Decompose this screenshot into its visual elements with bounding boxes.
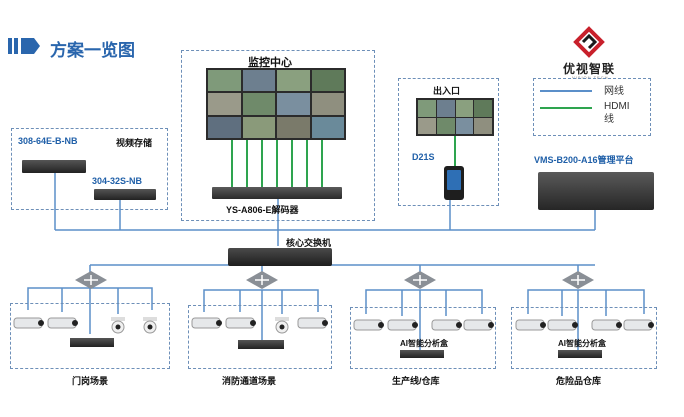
video-wall <box>206 68 346 140</box>
site-2-box <box>188 305 332 369</box>
brand-logo-icon <box>572 26 606 58</box>
entrance-screen <box>416 98 494 136</box>
bullet-camera-icon <box>46 316 80 337</box>
monitor-center-label: 监控中心 <box>248 57 292 69</box>
site-4-ai-box <box>558 350 602 358</box>
platform-label: VMS-B200-A16管理平台 <box>534 155 634 165</box>
site-4-box <box>511 307 657 369</box>
bullet-camera-icon <box>386 318 420 339</box>
bullet-camera-icon <box>224 316 258 337</box>
site-3-ai-box <box>400 350 444 358</box>
core-switch-device <box>228 248 332 266</box>
nvr2-label: 304-32S-NB <box>92 176 143 186</box>
switch-3-icon <box>403 270 437 295</box>
bullet-camera-icon <box>622 318 656 339</box>
switch-1-icon <box>74 270 108 295</box>
nvr1-device <box>22 160 86 173</box>
title-icon <box>6 36 46 56</box>
bullet-camera-icon <box>430 318 464 339</box>
platform-server <box>538 172 654 210</box>
legend-box <box>533 78 651 136</box>
entrance-box <box>398 78 499 206</box>
site-3-box-label: AI智能分析盒 <box>400 339 448 348</box>
site-3-label: 生产线/仓库 <box>392 376 440 386</box>
face-terminal-label: D21S <box>412 152 435 162</box>
core-switch-label: 核心交换机 <box>286 238 332 248</box>
bullet-camera-icon <box>590 318 624 339</box>
site-2-label: 消防通道场景 <box>222 376 277 386</box>
legend-network-label: 网线 <box>604 86 624 97</box>
bullet-camera-icon <box>462 318 496 339</box>
legend-network-line <box>540 90 592 92</box>
page-title: 方案一览图 <box>50 41 135 61</box>
dome-camera-icon <box>272 316 292 339</box>
bullet-camera-icon <box>190 316 224 337</box>
dome-camera-icon <box>140 316 160 339</box>
storage-label: 视频存储 <box>116 138 153 148</box>
site-3-box <box>350 307 496 369</box>
dome-camera-icon <box>108 316 128 339</box>
bullet-camera-icon <box>514 318 548 339</box>
site-1-box <box>10 303 170 369</box>
decoder-label: YS-A806-E解码器 <box>226 205 299 215</box>
switch-2-icon <box>245 270 279 295</box>
bullet-camera-icon <box>296 316 330 337</box>
entrance-label: 出入口 <box>433 86 461 96</box>
switch-4-icon <box>561 270 595 295</box>
site-2-nvr <box>238 340 284 349</box>
nvr2-device <box>94 189 156 200</box>
site-1-label: 门岗场景 <box>72 376 109 386</box>
nvr1-label: 308-64E-B-NB <box>18 136 78 146</box>
bullet-camera-icon <box>12 316 46 337</box>
storage-box <box>11 128 168 210</box>
brand-name: 优视智联 <box>563 62 616 76</box>
bullet-camera-icon <box>546 318 580 339</box>
site-4-box-label: AI智能分析盒 <box>558 339 606 348</box>
bullet-camera-icon <box>352 318 386 339</box>
decoder-device <box>212 187 342 199</box>
legend-hdmi-label: HDMI线 <box>604 101 630 125</box>
face-terminal-device <box>444 166 464 200</box>
site-1-nvr <box>70 338 114 347</box>
legend-hdmi-line <box>540 107 592 109</box>
site-4-label: 危险品仓库 <box>556 376 602 386</box>
brand-subtitle: VISION TECH <box>572 75 609 80</box>
